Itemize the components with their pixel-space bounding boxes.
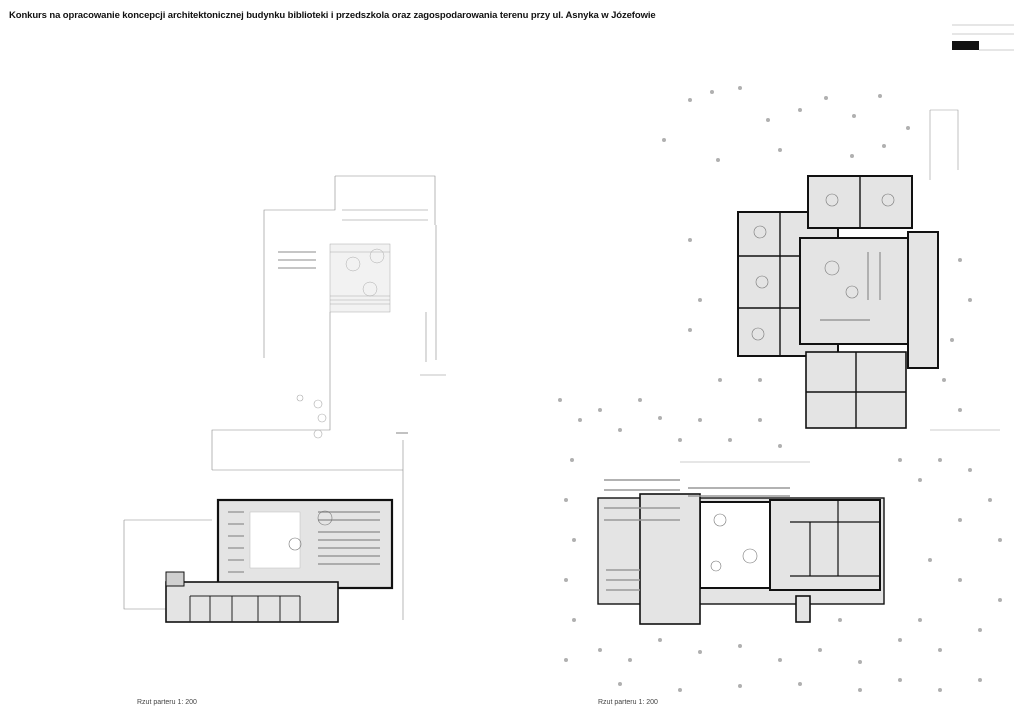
site-trees [558, 86, 1002, 692]
right-plan-caption: Rzut parteru 1: 200 [598, 699, 658, 706]
scale-bar [952, 24, 1014, 51]
terrace [329, 243, 391, 313]
sheet-title: Konkurs na opracowanie koncepcji archite… [9, 10, 656, 21]
kindergarten-building [737, 175, 939, 429]
reading-hall [216, 498, 394, 590]
left-plan-caption: Rzut parteru 1: 200 [137, 699, 197, 706]
library-building [597, 479, 885, 625]
entrance-wing [165, 571, 339, 623]
